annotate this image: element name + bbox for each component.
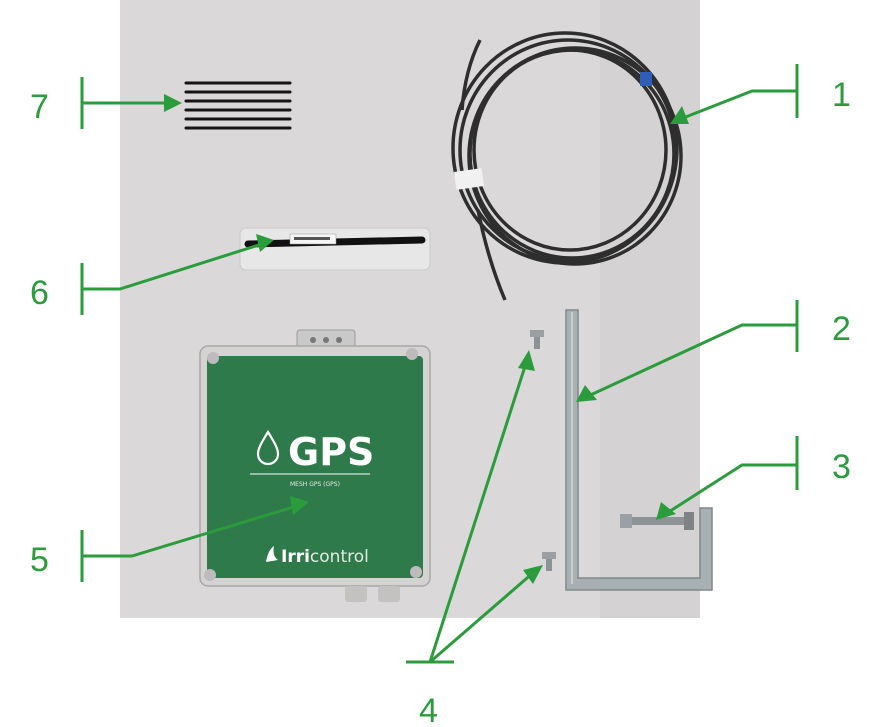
arrowhead-1 [670,106,689,124]
cable-ties [184,81,292,130]
screw-bottom [542,552,556,571]
callout-number-5: 5 [30,541,49,579]
device-brand: Irricontrol [281,547,369,567]
arrowhead-4b [523,565,543,584]
device-subtitle: MESH GPS (GPS) [290,481,340,488]
callout-number-1: 1 [832,76,851,114]
coiled-cable [451,31,683,301]
callout-number-2: 2 [832,310,851,348]
photo-shadow [600,0,700,618]
arrowhead-6 [256,234,274,252]
gps-device: GPS MESH GPS (GPS) Irricontrol [199,329,431,602]
callout-number-6: 6 [30,274,49,312]
arrowhead-3 [656,502,676,520]
bolt [620,512,694,530]
callout-number-3: 3 [832,448,851,486]
arrowhead-7 [164,94,182,112]
arrowhead-5 [290,496,309,515]
screw-top [530,330,544,349]
device-logo-text: GPS [288,430,374,474]
callout-arrowheads [164,94,689,584]
arrowhead-4a [518,350,535,371]
antenna-package [239,227,431,271]
brand-flame-icon [266,546,278,562]
water-drop-icon [256,429,280,466]
cable-label-blue [640,72,652,86]
callout-number-7: 7 [30,88,49,126]
arrowhead-2 [576,385,597,402]
cable-label-white [453,168,485,190]
callout-lines [80,64,799,664]
callout-number-4: 4 [419,692,438,727]
